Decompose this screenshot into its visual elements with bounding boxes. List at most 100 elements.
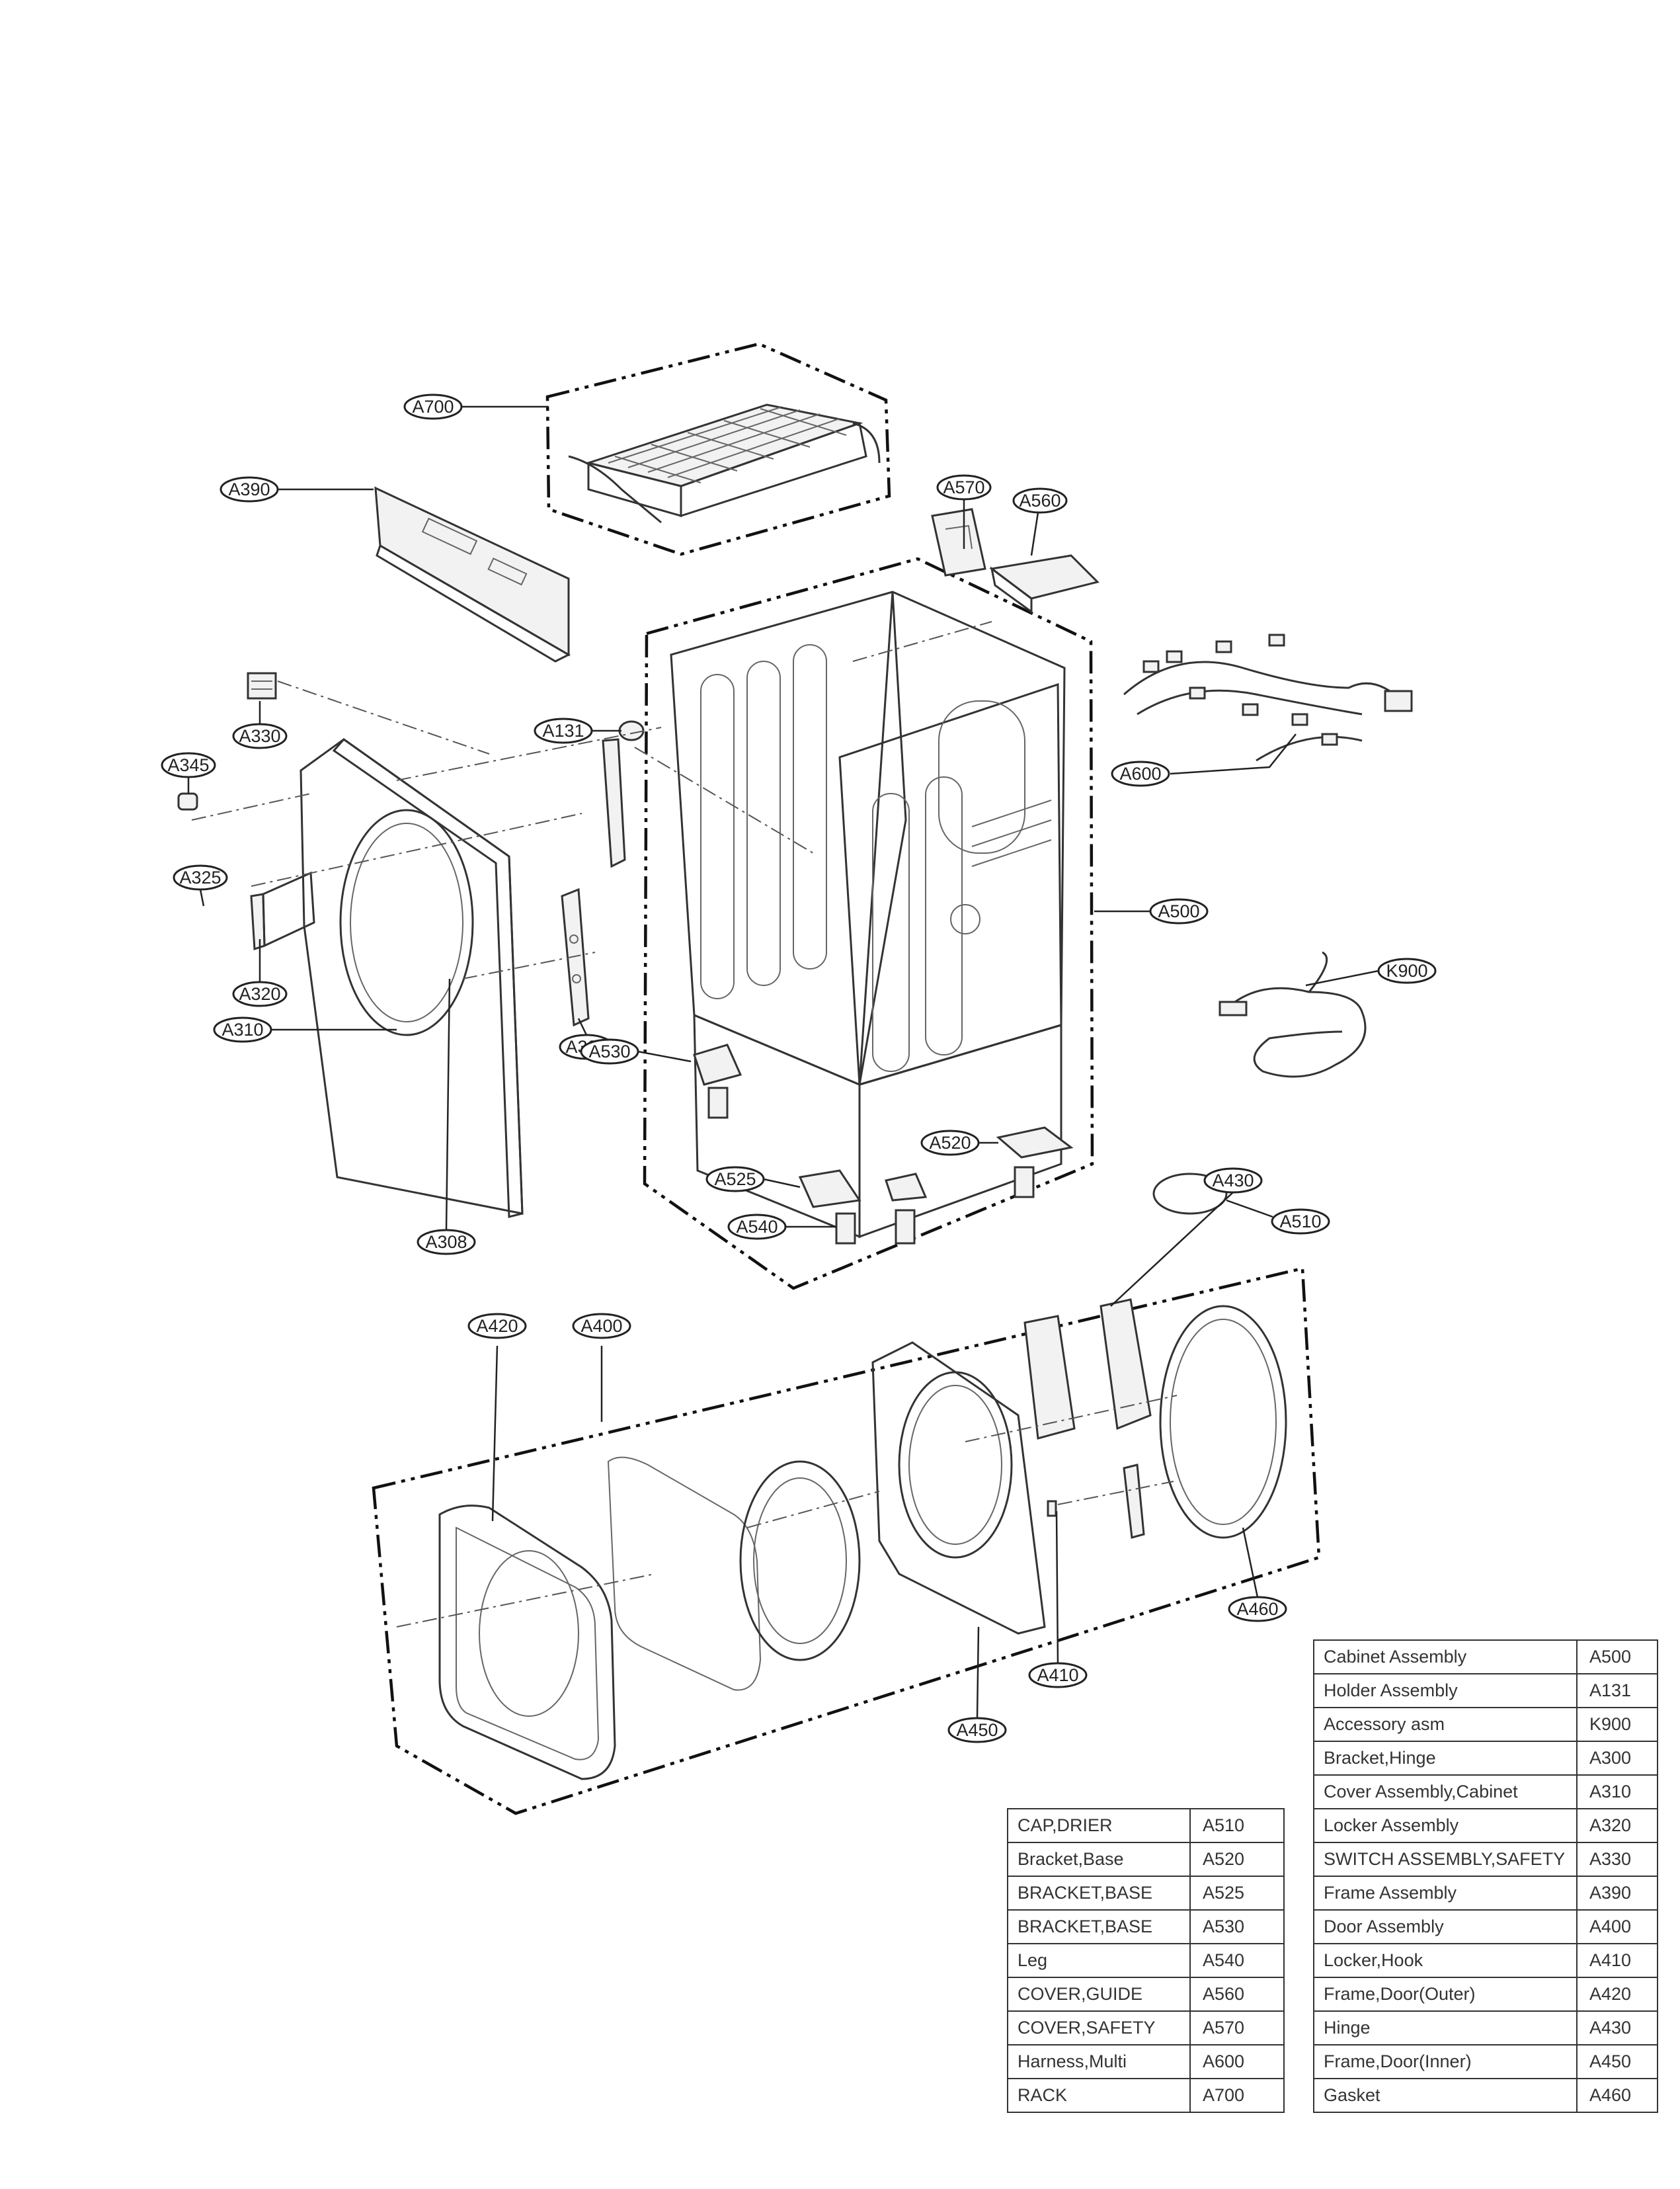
part-name: COVER,SAFETY bbox=[1007, 2010, 1191, 2045]
leg-a540-left bbox=[707, 1087, 856, 1245]
callout-a345: A345 bbox=[161, 752, 216, 778]
svg-text:A320: A320 bbox=[239, 984, 280, 1004]
leg-a540-center bbox=[885, 1173, 928, 1245]
part-a345 bbox=[177, 792, 198, 811]
door-locker-hook-part bbox=[1047, 1464, 1145, 1539]
svg-text:A600: A600 bbox=[1119, 764, 1161, 784]
gasket-part bbox=[1159, 1305, 1287, 1539]
part-code: A131 bbox=[1576, 1673, 1658, 1708]
part-name: CAP,DRIER bbox=[1007, 1808, 1191, 1843]
svg-text:A430: A430 bbox=[1212, 1171, 1254, 1190]
callout-a460: A460 bbox=[1228, 1596, 1287, 1622]
part-name: BRACKET,BASE bbox=[1007, 1876, 1191, 1911]
frame-assembly-part bbox=[374, 486, 571, 663]
callout-a320: A320 bbox=[232, 981, 288, 1007]
part-code: A460 bbox=[1576, 2078, 1658, 2113]
door-panel-part bbox=[607, 1456, 762, 1691]
part-name: Gasket bbox=[1313, 2078, 1578, 2113]
svg-text:A131: A131 bbox=[542, 721, 584, 741]
part-name: Bracket,Base bbox=[1007, 1842, 1191, 1877]
assembly-axis-lines bbox=[191, 621, 1178, 1628]
part-name: Frame Assembly bbox=[1313, 1876, 1578, 1911]
svg-text:A310: A310 bbox=[221, 1020, 263, 1040]
locker-assembly-part bbox=[250, 871, 315, 951]
rack-group-outline bbox=[545, 342, 891, 556]
svg-text:A345: A345 bbox=[167, 755, 209, 775]
safety-cover-part bbox=[931, 508, 986, 577]
part-code: A300 bbox=[1576, 1741, 1658, 1776]
callout-a430: A430 bbox=[1203, 1167, 1263, 1194]
leader-lines bbox=[187, 405, 1379, 1719]
svg-text:A330: A330 bbox=[239, 726, 280, 746]
svg-text:K900: K900 bbox=[1386, 961, 1427, 981]
callout-a570: A570 bbox=[936, 474, 992, 501]
callout-a525: A525 bbox=[705, 1166, 765, 1192]
svg-text:A500: A500 bbox=[1158, 901, 1199, 921]
part-name: Cabinet Assembly bbox=[1313, 1639, 1578, 1674]
part-code: A400 bbox=[1576, 1909, 1658, 1944]
svg-text:A325: A325 bbox=[179, 868, 221, 888]
part-name: Door Assembly bbox=[1313, 1909, 1578, 1944]
part-name: Harness,Multi bbox=[1007, 2044, 1191, 2079]
callout-a500: A500 bbox=[1149, 898, 1209, 925]
drier-cap-part bbox=[1152, 1173, 1228, 1215]
part-name: Bracket,Hinge bbox=[1313, 1741, 1578, 1776]
holder-assembly-part bbox=[602, 720, 645, 868]
part-code: A500 bbox=[1576, 1639, 1658, 1674]
guide-cover-part bbox=[989, 554, 1100, 614]
cabinet-group-outline bbox=[643, 557, 1094, 1290]
part-name: Hinge bbox=[1313, 2010, 1578, 2045]
base-bracket-a530 bbox=[693, 1044, 742, 1086]
safety-switch-part bbox=[247, 672, 277, 700]
hinge-part bbox=[1023, 1298, 1152, 1440]
table-row: Frame,Door(Inner)A450 bbox=[1313, 2044, 1658, 2079]
callout-a308: A308 bbox=[417, 1229, 476, 1255]
callout-a510: A510 bbox=[1271, 1208, 1330, 1235]
part-code: A410 bbox=[1576, 1943, 1658, 1978]
callout-a400: A400 bbox=[572, 1313, 631, 1339]
svg-text:A700: A700 bbox=[412, 397, 454, 417]
part-name: BRACKET,BASE bbox=[1007, 1909, 1191, 1944]
part-name: Accessory asm bbox=[1313, 1707, 1578, 1742]
part-code: A700 bbox=[1189, 2078, 1285, 2113]
cabinet-assembly-part bbox=[670, 591, 1066, 1239]
multi-harness-part bbox=[1123, 634, 1413, 775]
part-name: RACK bbox=[1007, 2078, 1191, 2113]
part-code: A320 bbox=[1576, 1808, 1658, 1843]
part-code: A530 bbox=[1189, 1909, 1285, 1944]
svg-text:A410: A410 bbox=[1037, 1665, 1078, 1685]
table-row: Frame,Door(Outer)A420 bbox=[1313, 1977, 1658, 2012]
part-name: Holder Assembly bbox=[1313, 1673, 1578, 1708]
svg-text:A510: A510 bbox=[1279, 1212, 1321, 1231]
part-code: A420 bbox=[1576, 1977, 1658, 2012]
part-code: A520 bbox=[1189, 1842, 1285, 1877]
callout-a560: A560 bbox=[1012, 487, 1068, 514]
svg-text:A560: A560 bbox=[1019, 491, 1060, 511]
callout-a540: A540 bbox=[727, 1214, 787, 1240]
callout-a131: A131 bbox=[534, 718, 593, 744]
part-code: A570 bbox=[1189, 2010, 1285, 2045]
svg-text:A570: A570 bbox=[943, 477, 984, 497]
cabinet-cover-part bbox=[300, 737, 524, 1218]
svg-text:A420: A420 bbox=[476, 1316, 518, 1336]
part-name: SWITCH ASSEMBLY,SAFETY bbox=[1313, 1842, 1578, 1877]
part-code: A600 bbox=[1189, 2044, 1285, 2079]
part-code: A525 bbox=[1189, 1876, 1285, 1911]
svg-text:A525: A525 bbox=[714, 1169, 756, 1189]
part-code: A390 bbox=[1576, 1876, 1658, 1911]
